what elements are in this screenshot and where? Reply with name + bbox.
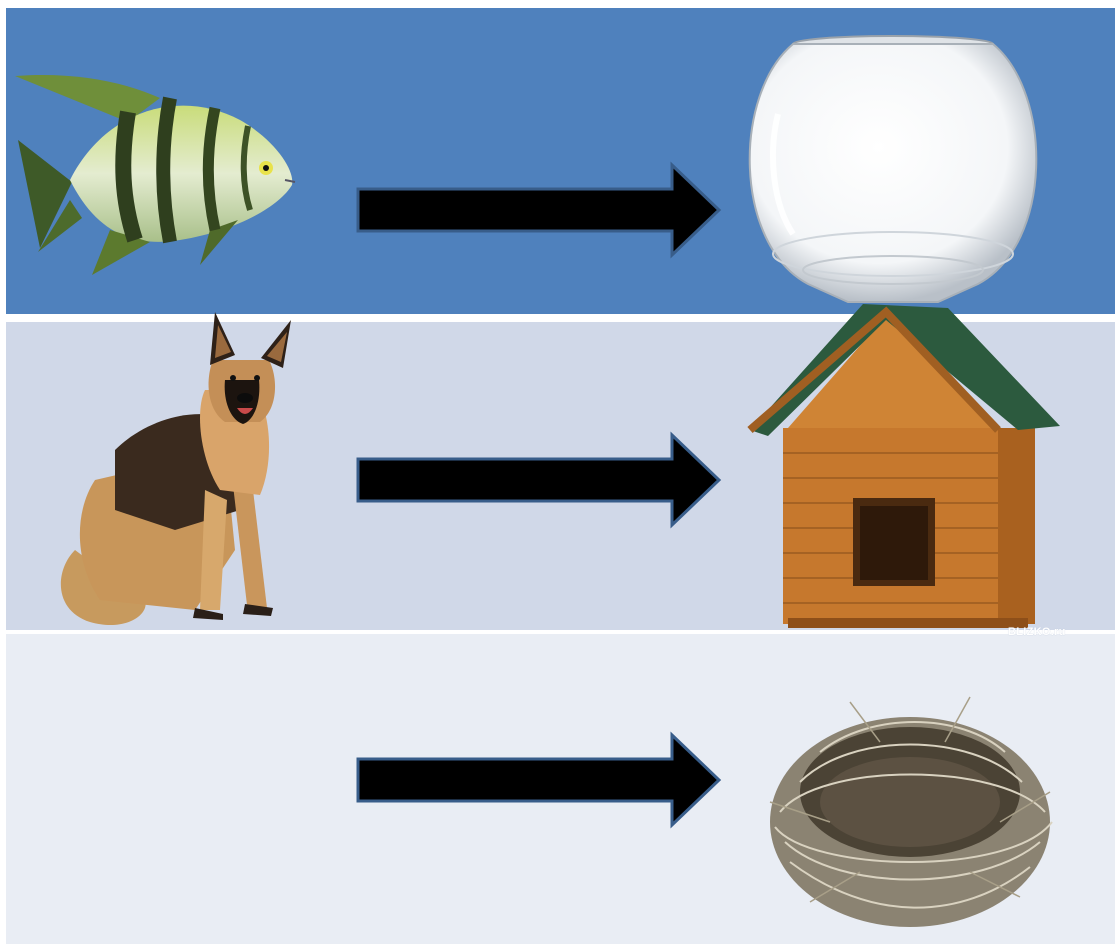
doghouse-icon <box>748 298 1068 633</box>
arrow-right-icon <box>356 162 722 258</box>
nest-icon <box>760 672 1070 942</box>
fishbowl-icon <box>738 34 1048 309</box>
watermark-text: BLIZKO.ru <box>1008 626 1066 638</box>
arrow-right-icon <box>356 432 722 528</box>
arrow-right-icon <box>356 732 722 828</box>
dog-icon <box>55 310 300 635</box>
fish-icon <box>10 70 300 285</box>
